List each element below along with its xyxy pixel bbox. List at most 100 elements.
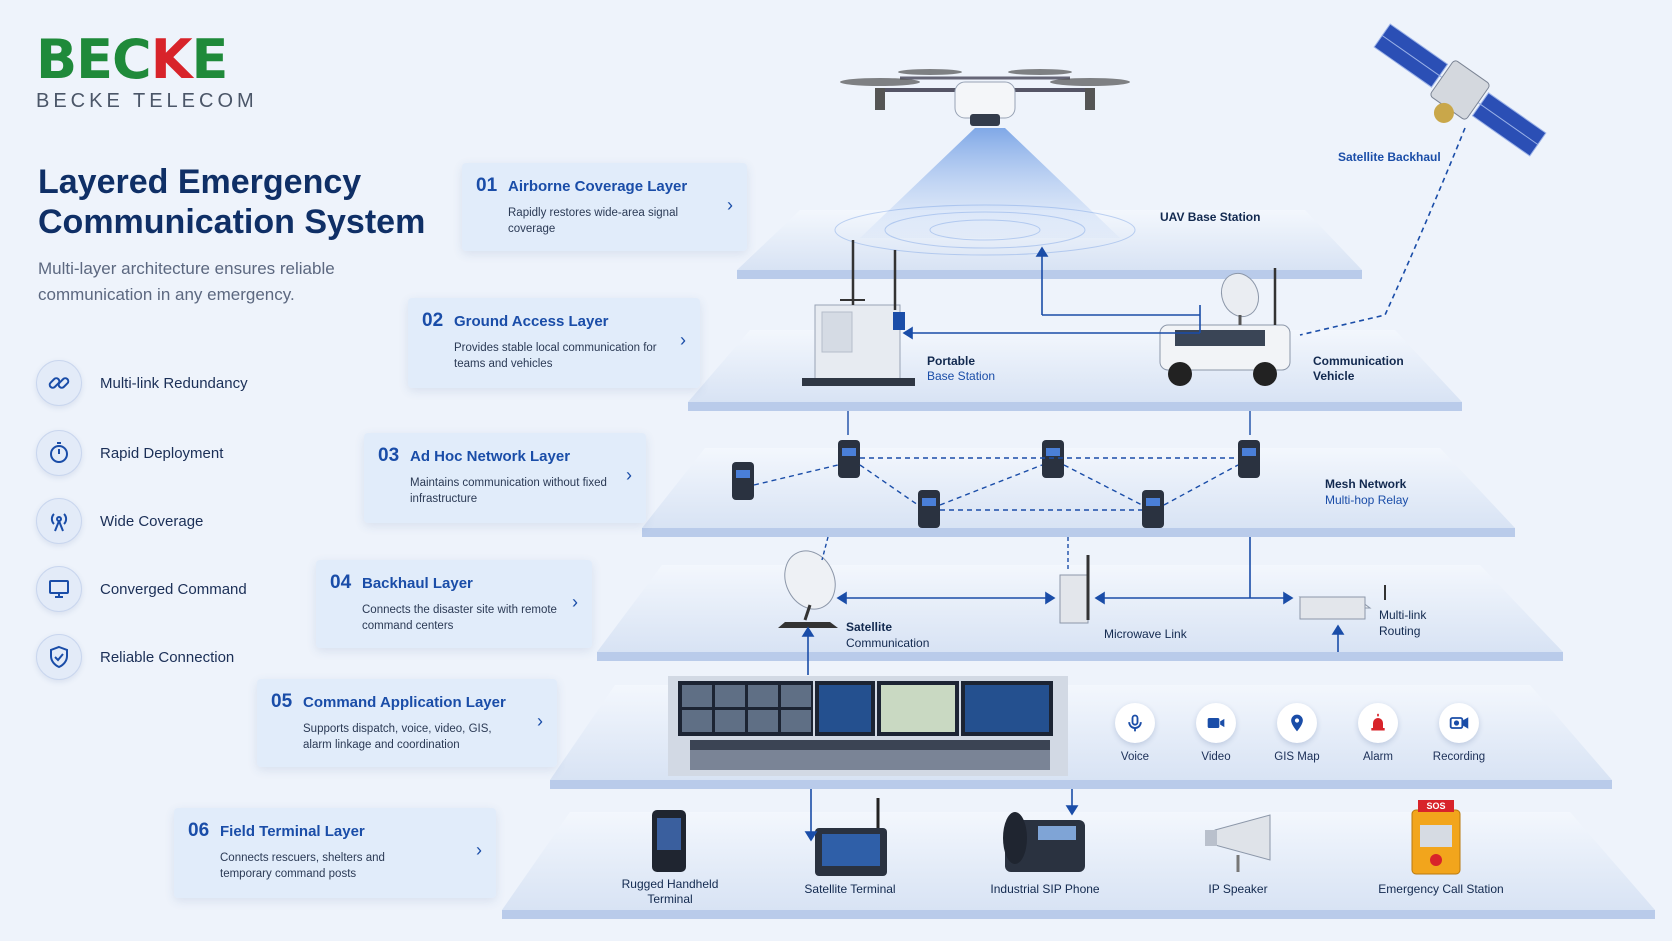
feature-rapid-deployment: Rapid Deployment <box>36 430 223 476</box>
satellite <box>1373 23 1547 157</box>
app-voice[interactable]: Voice <box>1113 703 1157 763</box>
label-microwave-link: Microwave Link <box>1104 627 1187 641</box>
satellite-dish <box>778 550 838 628</box>
layer-number: 06 <box>188 820 210 841</box>
label-emergency-call-station: Emergency Call Station <box>1378 882 1504 896</box>
feature-label: Wide Coverage <box>100 512 204 530</box>
label-satellite-backhaul: Satellite Backhaul <box>1338 150 1441 164</box>
app-label: Voice <box>1120 751 1150 763</box>
layer-card-03[interactable]: 03 Ad Hoc Network Layer Maintains commun… <box>364 433 646 523</box>
feature-converged-command: Converged Command <box>36 566 247 612</box>
satellite-terminal-device <box>815 798 887 876</box>
feature-label: Converged Command <box>100 580 247 598</box>
label-satellite-communication: Communication <box>846 636 930 650</box>
page-subtitle: Multi-layer architecture ensures reliabl… <box>38 259 335 304</box>
rugged-handheld-terminal <box>652 810 686 872</box>
logo-tagline: BECKE TELECOM <box>36 90 258 112</box>
app-alarm[interactable]: Alarm <box>1356 703 1400 763</box>
link-icon <box>36 360 82 406</box>
chevron-right-icon: › <box>537 711 543 731</box>
layer-name: Backhaul Layer <box>362 575 473 592</box>
label-routing: Routing <box>1379 624 1421 638</box>
chevron-right-icon: › <box>572 592 578 612</box>
communication-vehicle <box>1159 268 1291 386</box>
app-label: GIS Map <box>1274 751 1320 763</box>
layer-number: 02 <box>422 310 444 331</box>
signal-tower-icon <box>36 498 82 544</box>
app-gis-map[interactable]: GIS Map <box>1274 703 1320 763</box>
layer-card-06[interactable]: 06 Field Terminal Layer Connects rescuer… <box>174 808 496 898</box>
app-label: Recording <box>1432 751 1486 763</box>
stopwatch-icon <box>36 430 82 476</box>
layer-number: 03 <box>378 445 400 466</box>
label-uav-base-station: UAV Base Station <box>1160 210 1261 224</box>
feature-multi-link-redundancy: Multi-link Redundancy <box>36 360 248 406</box>
satellite-backhaul-link <box>1299 127 1466 336</box>
feature-label: Multi-link Redundancy <box>100 374 248 392</box>
label-ip-speaker: IP Speaker <box>1208 882 1268 896</box>
video-camera-icon <box>1196 703 1236 743</box>
recording-icon <box>1439 703 1479 743</box>
layer-name: Ground Access Layer <box>454 313 609 330</box>
app-label: Video <box>1201 751 1231 763</box>
layer-name: Field Terminal Layer <box>220 823 365 840</box>
shield-check-icon <box>36 634 82 680</box>
page-title: Layered Emergency Communication System <box>38 163 426 241</box>
chevron-right-icon: › <box>626 465 632 485</box>
microphone-icon <box>1115 703 1155 743</box>
label-satellite-terminal: Satellite Terminal <box>804 882 896 896</box>
label-multi-link: Multi-link <box>1379 608 1427 622</box>
layer-description: Rapidly restores wide-area signal covera… <box>508 207 679 235</box>
layer-description: Supports dispatch, voice, video, GIS, al… <box>303 723 492 751</box>
feature-wide-coverage: Wide Coverage <box>36 498 203 544</box>
label-vehicle: Vehicle <box>1313 369 1355 383</box>
layer-description: Connects rescuers, shelters and temporar… <box>220 852 385 880</box>
label-rugged-handheld: Rugged Handheld Terminal <box>610 877 730 907</box>
logo: BECKE <box>36 28 228 91</box>
layer-name: Airborne Coverage Layer <box>508 178 688 195</box>
feature-label: Reliable Connection <box>100 648 235 666</box>
label-multi-hop-relay: Multi-hop Relay <box>1325 493 1409 507</box>
chevron-right-icon: › <box>476 840 482 860</box>
label-satellite: Satellite <box>846 620 893 634</box>
monitor-icon <box>36 566 82 612</box>
alarm-light-icon <box>1358 703 1398 743</box>
feature-reliable-connection: Reliable Connection <box>36 634 234 680</box>
feature-label: Rapid Deployment <box>100 444 224 462</box>
label-communication: Communication <box>1313 354 1404 368</box>
layer-name: Command Application Layer <box>303 694 506 711</box>
label-industrial-sip-phone: Industrial SIP Phone <box>990 882 1100 896</box>
app-video[interactable]: Video <box>1194 703 1238 763</box>
mesh-radios <box>732 440 1260 528</box>
layer-description: Maintains communication without fixed in… <box>410 477 607 505</box>
chevron-right-icon: › <box>680 330 686 350</box>
terminal-label: Rugged Handheld <box>621 877 719 891</box>
layer-card-05[interactable]: 05 Command Application Layer Supports di… <box>257 679 557 767</box>
app-label: Alarm <box>1362 751 1394 763</box>
uav-beam <box>860 128 1120 238</box>
app-recording[interactable]: Recording <box>1433 703 1485 763</box>
label-portable: Portable <box>927 354 976 368</box>
label-base-station: Base Station <box>927 369 996 383</box>
layer-number: 01 <box>476 175 498 196</box>
chevron-right-icon: › <box>727 195 733 215</box>
terminal-label-line2: Terminal <box>647 892 693 906</box>
command-center <box>668 676 1068 776</box>
layer-description: Provides stable local communication for … <box>454 342 657 370</box>
layer-number: 04 <box>330 572 352 593</box>
emergency-call-station-device <box>1411 800 1461 875</box>
platform-layer-3 <box>642 448 1515 537</box>
industrial-sip-phone <box>1003 812 1085 872</box>
layer-card-02[interactable]: 02 Ground Access Layer Provides stable l… <box>408 298 700 388</box>
map-pin-icon <box>1277 703 1317 743</box>
portable-base-station <box>802 240 915 386</box>
layer-number: 05 <box>271 691 293 712</box>
label-mesh-network: Mesh Network <box>1325 477 1407 491</box>
uav-drone <box>840 69 1130 126</box>
microwave-antenna <box>1059 555 1090 624</box>
ip-speaker-device <box>1205 814 1271 872</box>
layer-card-01[interactable]: 01 Airborne Coverage Layer Rapidly resto… <box>462 163 747 251</box>
layer-card-04[interactable]: 04 Backhaul Layer Connects the disaster … <box>316 560 592 648</box>
mesh-links <box>753 457 1239 511</box>
